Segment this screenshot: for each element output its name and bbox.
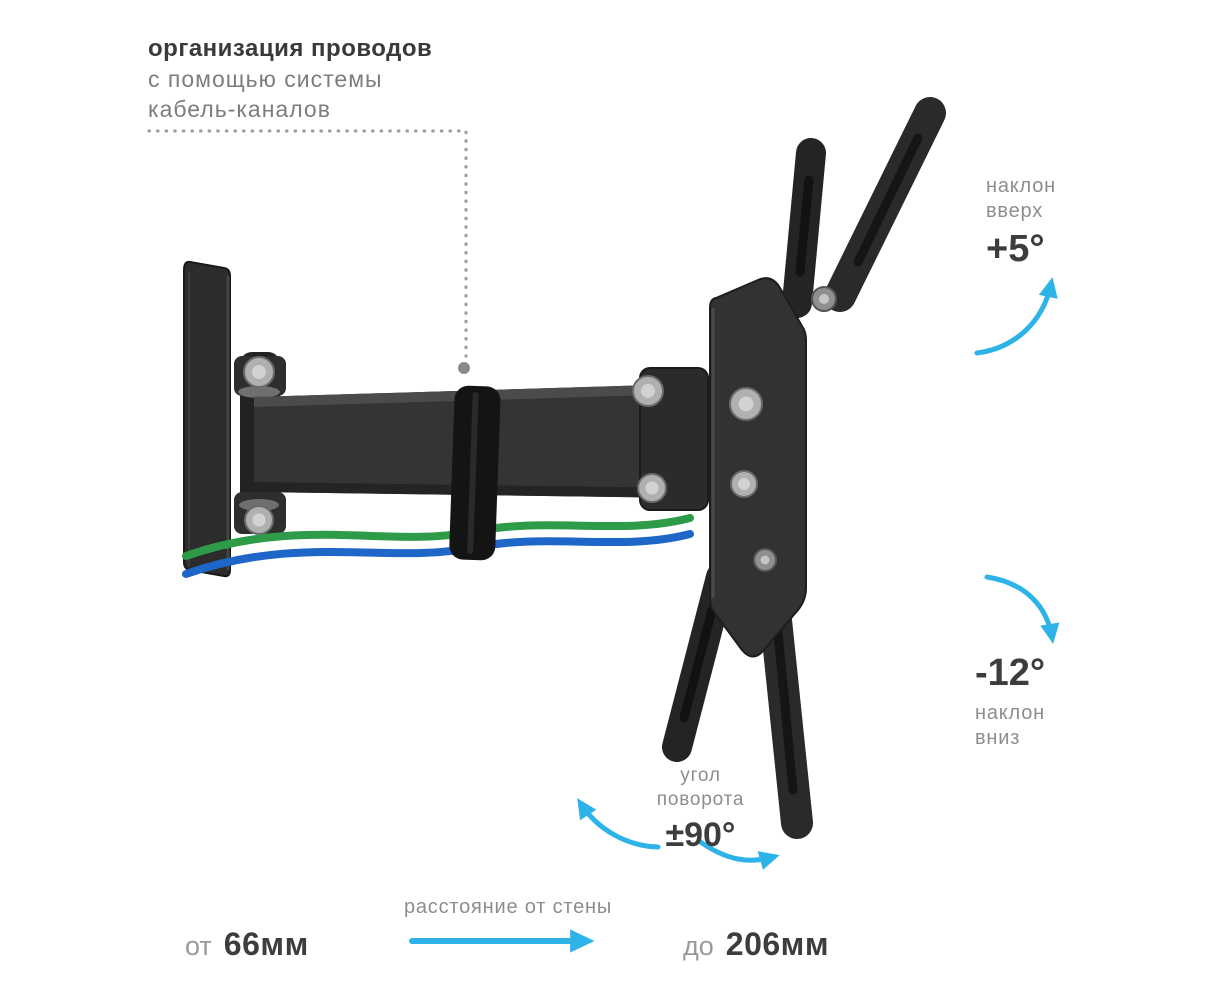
swivel-label-1: угол bbox=[680, 765, 721, 786]
note-title: организация проводов bbox=[148, 35, 433, 62]
distance-from-value: 66мм bbox=[223, 926, 309, 962]
distance-from: от 66мм bbox=[185, 926, 309, 963]
distance-label: расстояние от стены bbox=[403, 896, 613, 918]
distance-to-value: 206мм bbox=[725, 926, 830, 962]
tilt-up-label-1: наклон bbox=[986, 175, 1057, 197]
note-line3: кабель-каналов bbox=[148, 96, 331, 122]
bracket-bolts bbox=[729, 387, 763, 498]
wall-plate bbox=[183, 260, 231, 578]
tilt-down-block: -12° наклон вниз bbox=[975, 652, 1045, 751]
swivel-label-2: поворота bbox=[656, 789, 745, 810]
arm-joint bbox=[632, 367, 709, 511]
hinge-joint bbox=[234, 352, 286, 535]
tilt-up-label-2: вверх bbox=[986, 200, 1044, 222]
cable-strap bbox=[449, 385, 501, 561]
distance-from-word: от bbox=[185, 931, 212, 961]
tilt-down-value: -12° bbox=[975, 652, 1046, 694]
swivel-value: ±90° bbox=[665, 816, 736, 854]
tilt-down-label-2: вниз bbox=[975, 727, 1021, 749]
tilt-up-block: наклон вверх +5° bbox=[986, 174, 1056, 271]
note-line2: с помощью системы bbox=[148, 66, 383, 92]
distance-to-word: до bbox=[683, 931, 714, 961]
tilt-bracket bbox=[709, 277, 837, 658]
cable-management-note: организация проводов с помощью системы к… bbox=[148, 34, 432, 124]
swivel-block: угол поворота ±90° bbox=[618, 764, 783, 855]
tilt-up-value: +5° bbox=[986, 228, 1045, 270]
tilt-down-label-1: наклон bbox=[975, 702, 1046, 724]
distance-to: до 206мм bbox=[683, 926, 829, 963]
